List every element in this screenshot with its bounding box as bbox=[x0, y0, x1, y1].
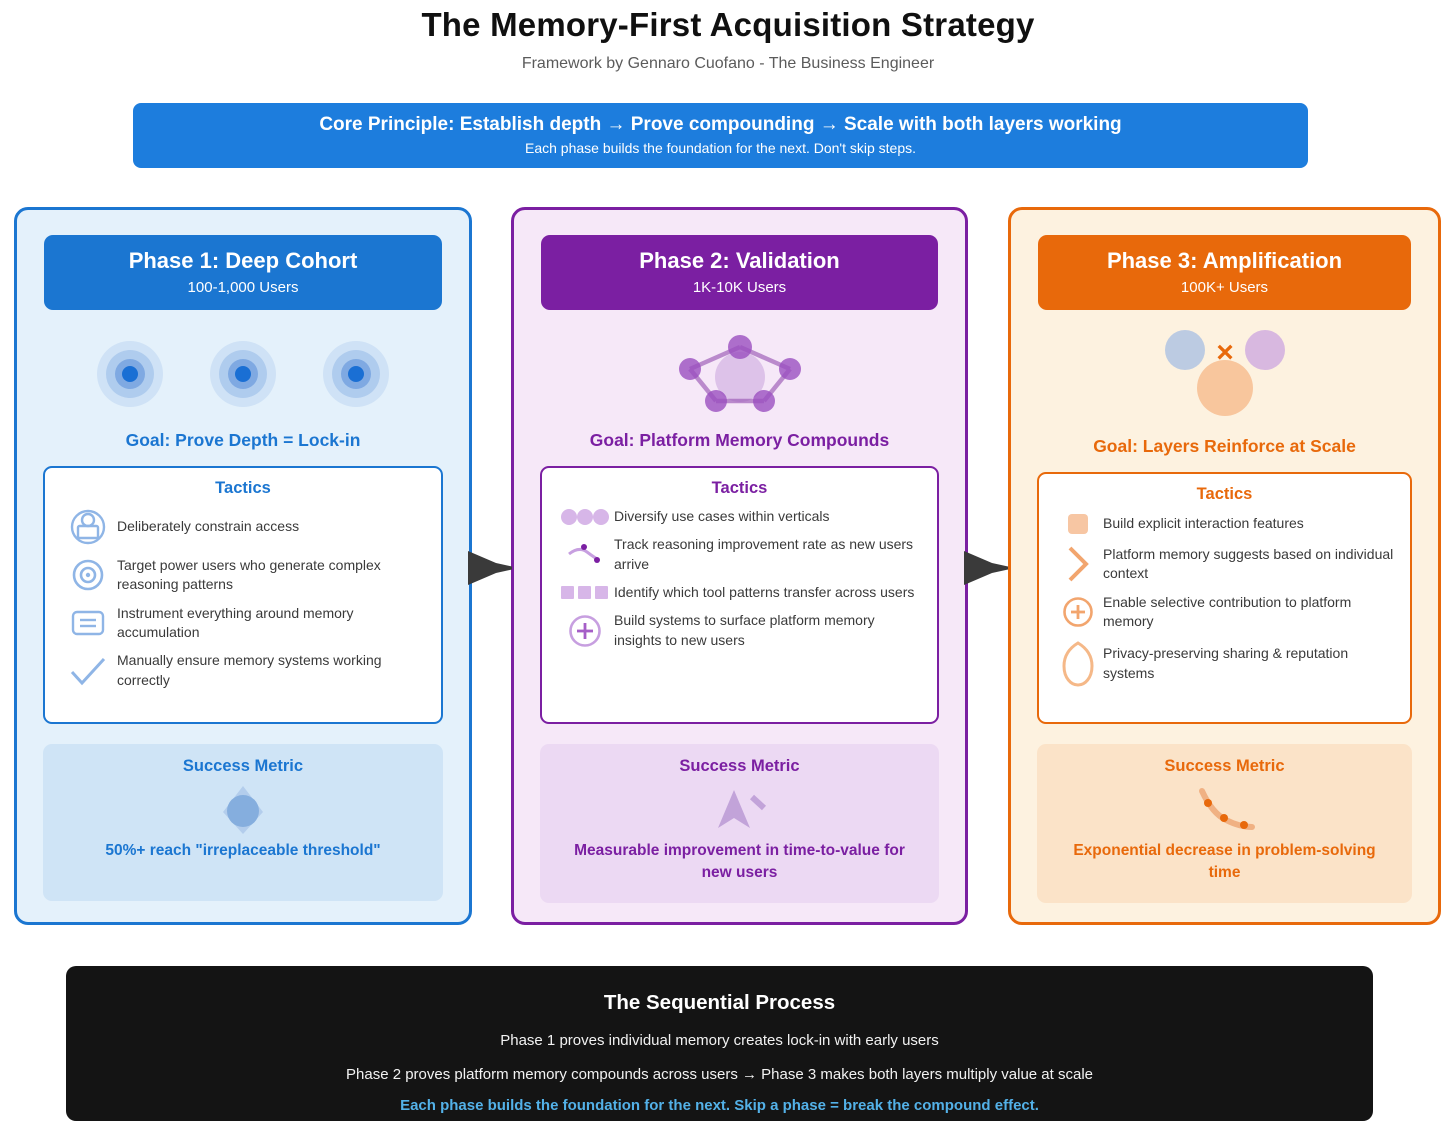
svg-text:×: × bbox=[1216, 336, 1234, 369]
tactic-text: Build explicit interaction features bbox=[1103, 515, 1304, 532]
tactic-text: Platform memory suggests based on indivi… bbox=[1103, 545, 1394, 581]
target-icon bbox=[59, 557, 117, 593]
phase-2-users: 1K-10K Users bbox=[692, 279, 787, 296]
three-dots-icon bbox=[556, 508, 614, 526]
phase-2-card: Phase 2: Validation 1K-10K Users bbox=[511, 207, 968, 925]
phase-2-metric-text: Measurable improvement in time-to-value … bbox=[574, 842, 905, 882]
tactic-text: Privacy-preserving sharing & reputation … bbox=[1103, 645, 1349, 681]
tactic-item: Build explicit interaction features bbox=[1053, 513, 1396, 535]
phase-1-title: Phase 1: Deep Cohort bbox=[128, 248, 358, 273]
phase-1-card: Phase 1: Deep Cohort 100-1,000 Users Goa… bbox=[14, 207, 472, 925]
phase-3-metric-box: Success Metric Exponential decrease in p… bbox=[1037, 744, 1412, 903]
tactic-item: Target power users who generate complex … bbox=[59, 556, 427, 595]
concentric-target-icon bbox=[96, 340, 164, 408]
phase-1-goal: Goal: Prove Depth = Lock-in bbox=[125, 430, 361, 450]
tactic-text: Track reasoning improvement rate as new … bbox=[614, 536, 914, 572]
network-graph-icon bbox=[665, 331, 815, 417]
tactic-item: Deliberately constrain access bbox=[59, 507, 427, 547]
tactic-item: Identify which tool patterns transfer ac… bbox=[556, 583, 923, 602]
phase-1-tactics-box: Tactics Deliberately constrain access Ta… bbox=[43, 466, 443, 724]
sequential-process-title: The Sequential Process bbox=[603, 991, 836, 1014]
sequential-process-line-2: Phase 2 proves platform memory compounds… bbox=[346, 1066, 1093, 1083]
phase-2-goal: Goal: Platform Memory Compounds bbox=[589, 430, 890, 450]
note-card-icon bbox=[59, 609, 117, 637]
page-subtitle: Framework by Gennaro Cuofano - The Busin… bbox=[521, 55, 935, 72]
sequential-process-panel: The Sequential Process Phase 1 proves in… bbox=[66, 966, 1373, 1121]
tactic-text: Build systems to surface platform memory… bbox=[614, 612, 875, 648]
droplet-icon bbox=[67, 784, 419, 836]
phase-1-metric-title: Success Metric bbox=[182, 757, 304, 775]
phase-2-metric-box: Success Metric Measurable improvement in… bbox=[540, 744, 939, 903]
core-principle-subtext: Each phase builds the foundation for the… bbox=[524, 140, 917, 156]
tactic-text: Target power users who generate complex … bbox=[117, 557, 381, 593]
plus-circle-icon bbox=[556, 614, 614, 648]
three-squares-icon bbox=[556, 585, 614, 601]
tactic-item: Build systems to surface platform memory… bbox=[556, 611, 923, 650]
phase-1-metric-box: Success Metric 50%+ reach "irreplaceable… bbox=[43, 744, 443, 901]
layers-multiply-icon: × bbox=[1160, 326, 1290, 422]
phase-2-tactics-box: Tactics Diversify use cases within verti… bbox=[540, 466, 939, 724]
phase2-to-phase3-arrow-icon bbox=[964, 550, 1008, 586]
sequential-process-highlight: Each phase builds the foundation for the… bbox=[400, 1097, 1039, 1114]
phase-2-title: Phase 2: Validation bbox=[639, 248, 840, 273]
phase-3-tactics-title: Tactics bbox=[1196, 485, 1253, 503]
phase-3-goal: Goal: Layers Reinforce at Scale bbox=[1093, 436, 1356, 456]
concentric-target-icon bbox=[209, 340, 277, 408]
oval-outline-icon bbox=[1053, 640, 1103, 687]
phase-3-tactics-box: Tactics Build explicit interaction featu… bbox=[1037, 472, 1412, 724]
tactic-text: Manually ensure memory systems working c… bbox=[117, 652, 382, 688]
phase-1-tactics-title: Tactics bbox=[215, 479, 271, 497]
decreasing-curve-icon bbox=[1061, 784, 1388, 836]
phase-1-header: Phase 1: Deep Cohort 100-1,000 Users bbox=[44, 235, 442, 310]
phase-3-users: 100K+ Users bbox=[1180, 279, 1269, 296]
tactic-item: Privacy-preserving sharing & reputation … bbox=[1053, 640, 1396, 687]
phase-3-metric-text: Exponential decrease in problem-solving … bbox=[1073, 842, 1376, 882]
tactic-item: Track reasoning improvement rate as new … bbox=[556, 535, 923, 574]
phase-3-illustration: × bbox=[1011, 326, 1438, 422]
tactic-text: Enable selective contribution to platfor… bbox=[1103, 594, 1352, 630]
tactic-item: Diversify use cases within verticals bbox=[556, 507, 923, 526]
phase-2-header: Phase 2: Validation 1K-10K Users bbox=[541, 235, 938, 310]
core-principle-banner: Core Principle: Establish depth → Prove … bbox=[133, 103, 1308, 168]
tactic-item: Instrument everything around memory accu… bbox=[59, 604, 427, 643]
tactic-item: Platform memory suggests based on indivi… bbox=[1053, 544, 1396, 584]
phase-2-tactics-title: Tactics bbox=[711, 479, 768, 497]
phase1-to-phase2-arrow-icon bbox=[468, 550, 512, 586]
core-principle-heading: Core Principle: Establish depth → Prove … bbox=[319, 114, 1122, 135]
phase-2-illustration bbox=[514, 326, 965, 422]
tactic-text: Identify which tool patterns transfer ac… bbox=[614, 583, 915, 600]
phase-1-users: 100-1,000 Users bbox=[187, 279, 299, 296]
user-circle-icon bbox=[59, 507, 117, 547]
phase-3-metric-title: Success Metric bbox=[1164, 757, 1285, 775]
trend-curve-icon bbox=[556, 542, 614, 568]
phase-1-illustration bbox=[17, 326, 469, 422]
concentric-target-icon bbox=[322, 340, 390, 408]
checkmark-icon bbox=[59, 656, 117, 686]
tactic-item: Enable selective contribution to platfor… bbox=[1053, 593, 1396, 632]
chevron-right-icon bbox=[1053, 544, 1103, 584]
phase-3-title: Phase 3: Amplification bbox=[1106, 248, 1343, 273]
tactic-item: Manually ensure memory systems working c… bbox=[59, 651, 427, 690]
phase-3-card: Phase 3: Amplification 100K+ Users × Goa… bbox=[1008, 207, 1441, 925]
phase-3-header: Phase 3: Amplification 100K+ Users bbox=[1038, 235, 1411, 310]
tactic-text: Instrument everything around memory accu… bbox=[117, 604, 354, 640]
phase-1-metric-text: 50%+ reach "irreplaceable threshold" bbox=[105, 842, 381, 859]
arrow-up-icon bbox=[564, 784, 915, 836]
tactic-text: Diversify use cases within verticals bbox=[614, 508, 830, 524]
sequential-process-line-1: Phase 1 proves individual memory creates… bbox=[500, 1032, 939, 1049]
plus-circle-icon bbox=[1053, 596, 1103, 628]
page-title: The Memory-First Acquisition Strategy bbox=[421, 6, 1035, 43]
tactic-text: Deliberately constrain access bbox=[117, 518, 300, 535]
filled-square-icon bbox=[1053, 513, 1103, 535]
phase-2-metric-title: Success Metric bbox=[679, 757, 800, 775]
